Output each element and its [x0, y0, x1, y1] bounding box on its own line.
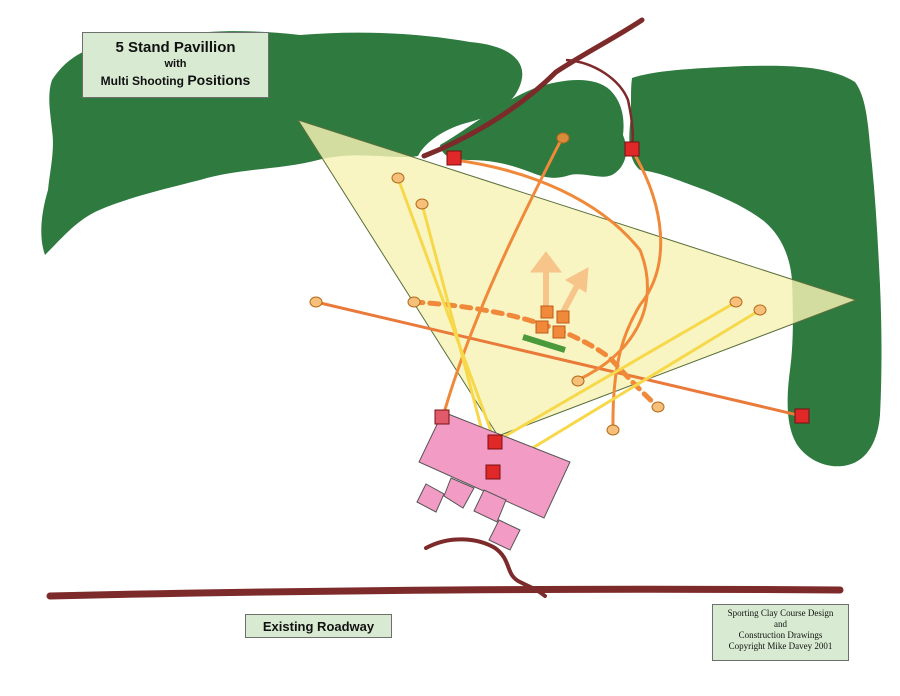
arrow-head	[530, 251, 562, 273]
path-long-cross	[314, 300, 804, 418]
title-line-3-prefix: Multi Shooting	[100, 74, 188, 88]
pavilion-annex	[473, 489, 507, 523]
path-left-arc	[453, 158, 649, 382]
target-points	[309, 132, 767, 436]
target-point	[309, 296, 323, 308]
pavilion	[416, 411, 571, 551]
trap-house	[794, 408, 810, 424]
target-point	[556, 132, 570, 144]
diagram-title: 5 Stand Pavillion with Multi Shooting Po…	[82, 32, 269, 98]
credit-line-1: Sporting Clay Course Design	[727, 608, 834, 618]
path-dashed-rabbit	[411, 299, 661, 410]
shooting-stands	[535, 305, 570, 339]
stand	[540, 305, 554, 319]
trap-house	[434, 409, 450, 425]
target-point	[606, 424, 620, 436]
credit-line-4: Copyright Mike Davey 2001	[728, 641, 833, 651]
direction-arrows	[530, 251, 589, 316]
title-line-1: 5 Stand Pavillion	[115, 39, 236, 56]
trap-house	[485, 464, 501, 480]
target-point	[391, 172, 405, 184]
stand	[535, 320, 549, 334]
title-line-3: Multi Shooting Positions	[83, 71, 268, 91]
access-road-south	[424, 537, 547, 598]
path-yellow-4	[491, 308, 762, 474]
target-point	[651, 401, 665, 413]
woods-right	[629, 65, 882, 467]
path-yellow-1	[396, 176, 497, 444]
shooting-line-marker	[522, 334, 566, 353]
trap-house	[624, 141, 640, 157]
pavilion-annex	[443, 477, 475, 509]
orange-target-paths	[314, 136, 804, 432]
title-line-2: with	[164, 58, 187, 70]
target-point	[753, 304, 767, 316]
credit-box: Sporting Clay Course Design and Construc…	[712, 604, 849, 661]
access-road-spur	[565, 58, 635, 151]
credit-line-3: Construction Drawings	[738, 630, 823, 640]
arrow-head	[564, 267, 589, 293]
credit-line-2: and	[774, 619, 787, 629]
stand	[552, 325, 566, 339]
existing-roadway	[46, 585, 844, 600]
title-line-3-emphasis: Positions	[187, 72, 251, 88]
access-road-north	[421, 17, 645, 159]
woods-middle	[440, 80, 627, 178]
pavilion-annex	[488, 519, 521, 551]
arrow-shaft	[559, 282, 581, 316]
target-point	[729, 296, 743, 308]
trap-house	[446, 150, 462, 166]
pavilion-annex	[416, 483, 445, 513]
path-diagonal-rise	[440, 136, 564, 422]
target-point	[415, 198, 429, 210]
road-label: Existing Roadway	[245, 614, 392, 638]
trap-houses	[434, 141, 810, 480]
trap-house	[487, 434, 503, 450]
path-yellow-3	[493, 300, 738, 444]
target-point	[407, 296, 421, 308]
target-point	[571, 375, 585, 387]
stand	[556, 310, 570, 324]
